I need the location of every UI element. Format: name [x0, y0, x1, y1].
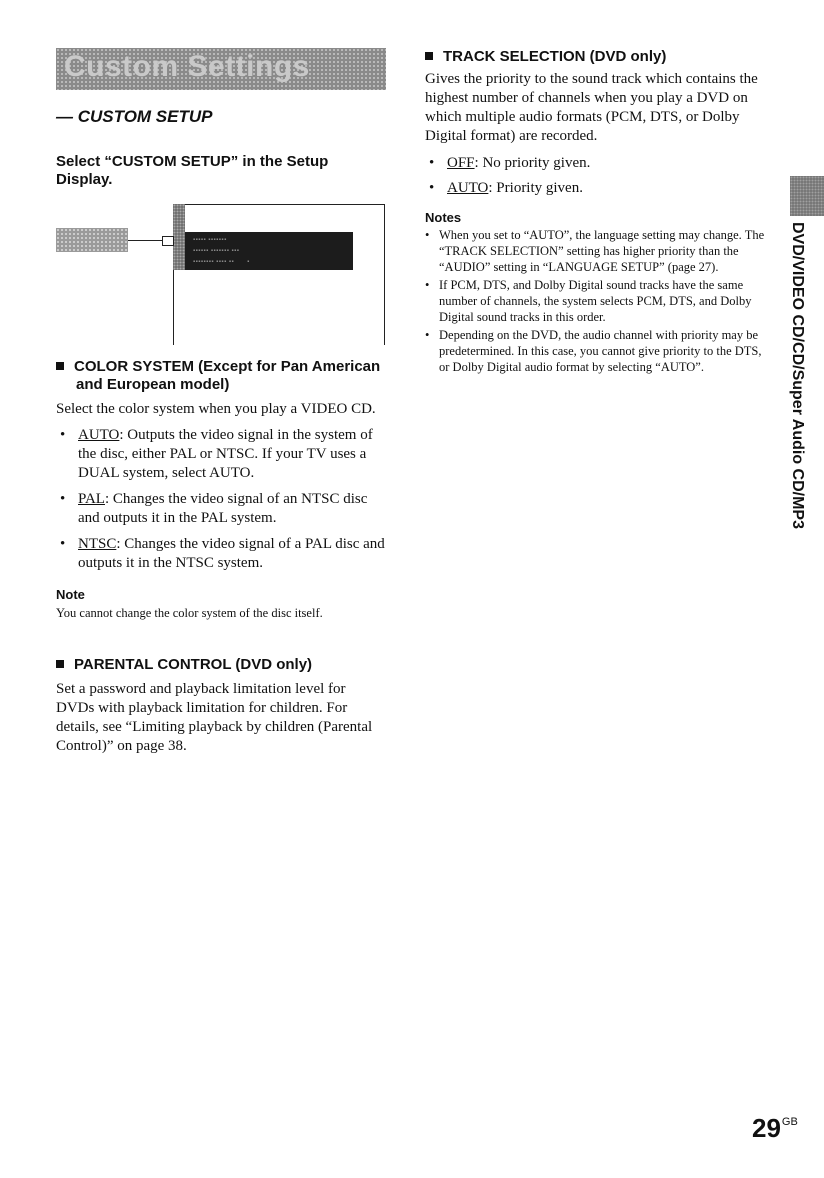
color-note-text: You cannot change the color system of th…	[56, 606, 323, 620]
parental-control-section: PARENTAL CONTROL (DVD only) Set a passwo…	[56, 656, 386, 756]
instruction-text: Select “CUSTOM SETUP” in the Setup Displ…	[56, 153, 329, 188]
page-number: 29GB	[752, 1113, 798, 1143]
list-item: AUTO: Priority given.	[425, 179, 775, 198]
section-title: — CUSTOM SETUP	[56, 107, 213, 126]
setup-icon-column	[173, 204, 185, 270]
setup-display-illustration	[173, 204, 385, 345]
side-tab-label: DVD/VIDEO CD/CD/Super Audio CD/MP3	[789, 222, 806, 529]
parental-control-text: Set a password and playback limitation l…	[56, 681, 373, 754]
connector-line	[128, 240, 173, 241]
color-system-options: AUTO: Outputs the video signal in the sy…	[56, 426, 386, 573]
square-bullet-icon	[425, 52, 433, 60]
cursor-marker	[162, 236, 174, 246]
list-item: AUTO: Outputs the video signal in the sy…	[56, 426, 386, 483]
setup-icon-box	[56, 228, 128, 252]
list-item: OFF: No priority given.	[425, 154, 775, 173]
menu-line: ▪▪▪▪▪▪▪▪ ▪▪▪▪ ▪▪ ▪	[193, 259, 250, 265]
list-item: If PCM, DTS, and Dolby Digital sound tra…	[425, 277, 765, 325]
list-item: NTSC: Changes the video signal of a PAL …	[56, 535, 386, 573]
region-code: GB	[781, 1116, 798, 1128]
track-notes-heading: Notes	[425, 210, 462, 225]
color-system-intro: Select the color system when you play a …	[56, 401, 376, 417]
track-selection-intro: Gives the priority to the sound track wh…	[425, 71, 758, 144]
track-selection-heading: TRACK SELECTION (DVD only)	[443, 48, 667, 65]
parental-control-heading: PARENTAL CONTROL (DVD only)	[74, 656, 313, 673]
menu-line: ▪▪▪▪▪▪ ▪▪▪▪▪▪▪ ▪▪▪	[193, 248, 240, 254]
track-notes-list: When you set to “AUTO”, the language set…	[425, 227, 765, 375]
list-item: PAL: Changes the video signal of an NTSC…	[56, 490, 386, 528]
banner-title: Custom Settings	[64, 50, 310, 83]
header-banner	[56, 48, 386, 90]
square-bullet-icon	[56, 362, 64, 370]
color-note-heading: Note	[56, 587, 85, 602]
square-bullet-icon	[56, 660, 64, 668]
color-system-heading: COLOR SYSTEM (Except for Pan American an…	[74, 358, 381, 393]
list-item: When you set to “AUTO”, the language set…	[425, 227, 765, 275]
track-selection-options: OFF: No priority given. AUTO: Priority g…	[425, 154, 775, 198]
track-selection-section: TRACK SELECTION (DVD only) Gives the pri…	[425, 48, 775, 375]
list-item: Depending on the DVD, the audio channel …	[425, 327, 765, 375]
side-tab-marker	[790, 176, 824, 216]
setup-menu-box	[185, 232, 353, 270]
menu-line: ▪▪▪▪▪ ▪▪▪▪▪▪▪	[193, 237, 227, 243]
color-system-section: COLOR SYSTEM (Except for Pan American an…	[56, 358, 386, 621]
